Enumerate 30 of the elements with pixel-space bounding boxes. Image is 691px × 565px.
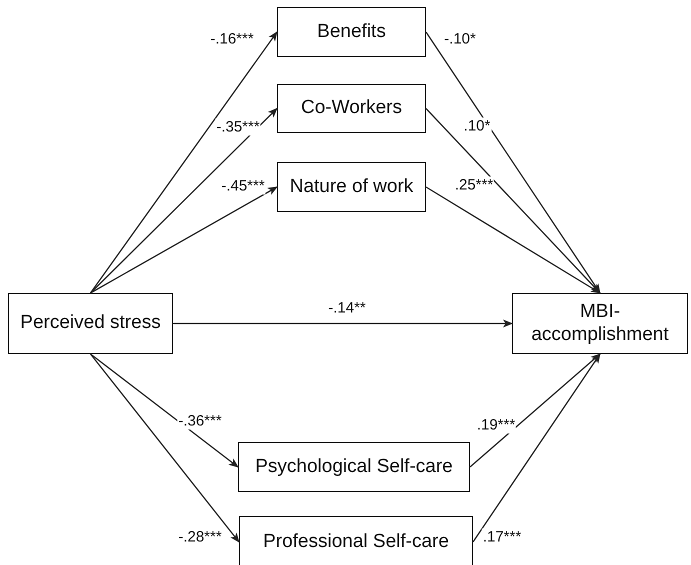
variable-box [512, 293, 688, 354]
variable-name: Nature of work [290, 176, 414, 198]
arrow [425, 32, 601, 294]
variable-box [277, 7, 426, 57]
variable-name: MBI-accomplishment [530, 300, 670, 346]
variable-box [277, 162, 426, 212]
variable-box [8, 293, 173, 354]
variable-name: Professional Self-care [263, 530, 449, 554]
edge-label: .10* [462, 118, 492, 134]
variable-box [239, 516, 473, 565]
arrow [426, 108, 601, 294]
arrow [472, 353, 601, 542]
arrow [90, 108, 278, 294]
arrow [90, 186, 278, 294]
arrow [173, 320, 513, 328]
variable-name: Benefits [317, 20, 386, 44]
variable-box [238, 442, 470, 492]
arrow [90, 353, 239, 468]
edge-label: .19*** [476, 416, 516, 434]
variable-name: Co-Workers [301, 97, 402, 120]
arrow [90, 31, 278, 294]
variable-name: Perceived stress [20, 312, 161, 335]
arrow [426, 186, 601, 294]
arrow [90, 354, 240, 543]
arrow [470, 353, 601, 468]
variable-box [277, 84, 426, 133]
edge-label: -.35*** [215, 118, 261, 136]
edge-label: -.45*** [220, 178, 266, 194]
edge-label: -.36*** [177, 412, 223, 430]
variable-name: Psychological Self-care [255, 456, 453, 478]
